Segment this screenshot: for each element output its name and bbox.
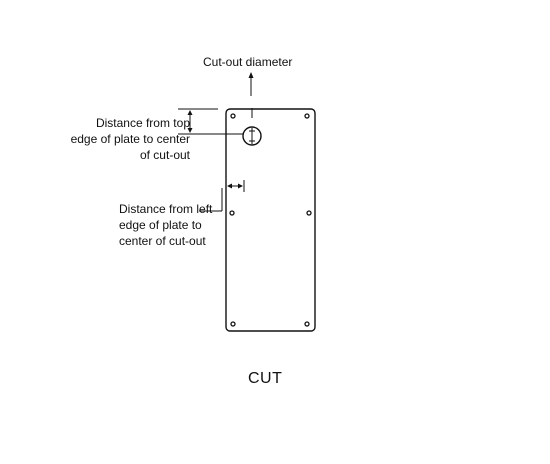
- left-distance-label: Distance from left edge of plate to cent…: [119, 202, 213, 248]
- screw-hole-bottom-left: [230, 321, 236, 327]
- cut-out-diameter-label: Cut-out diameter: [203, 55, 293, 69]
- top-distance-label: Distance from top edge of plate to cente…: [70, 116, 190, 162]
- screw-hole-mid-left: [229, 210, 235, 216]
- diameter-leader-arrow: [248, 72, 254, 96]
- diagram-caption: CUT: [248, 370, 283, 387]
- screw-hole-top-right: [304, 113, 310, 119]
- screw-hole-top-left: [230, 113, 236, 119]
- cut-out: [242, 126, 262, 146]
- screw-hole-mid-right: [306, 210, 312, 216]
- screw-hole-bottom-right: [304, 321, 310, 327]
- left-distance-dimension: [199, 180, 245, 212]
- plate-outline: [225, 108, 316, 332]
- top-distance-dimension: [178, 108, 244, 135]
